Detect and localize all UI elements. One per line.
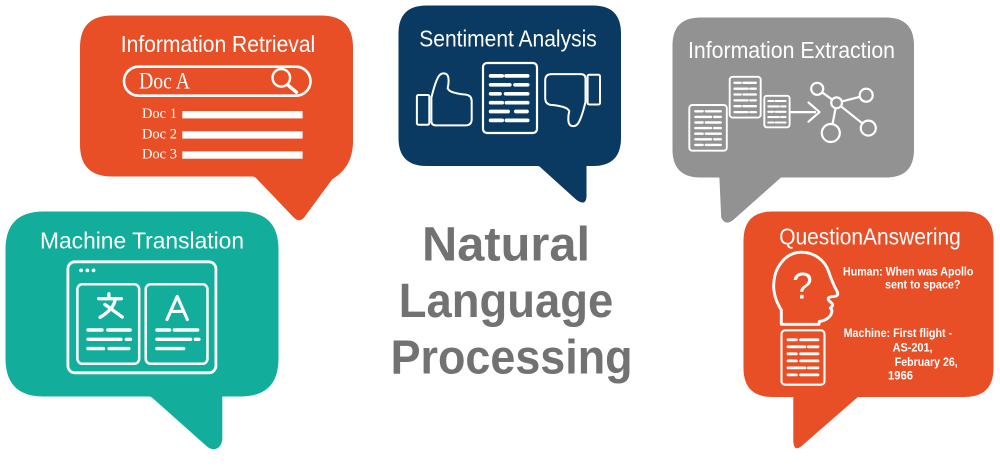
- svg-text:Information Extraction: Information Extraction: [688, 37, 895, 63]
- svg-text:Machine Translation: Machine Translation: [40, 227, 244, 253]
- svg-text:Processing: Processing: [391, 331, 633, 385]
- svg-text:AS-201,: AS-201,: [893, 341, 933, 355]
- svg-text:Machine: First flight -: Machine: First flight -: [844, 326, 953, 340]
- svg-text:Language: Language: [399, 274, 614, 328]
- svg-text:1966: 1966: [888, 369, 913, 383]
- svg-text:sent to space?: sent to space?: [885, 278, 960, 292]
- svg-text:Sentiment Analysis: Sentiment Analysis: [419, 25, 597, 51]
- svg-text:QuestionAnswering: QuestionAnswering: [779, 224, 961, 250]
- svg-text:Doc 3: Doc 3: [142, 147, 177, 163]
- svg-text:Doc 1: Doc 1: [142, 106, 177, 122]
- svg-text:?: ?: [792, 265, 813, 306]
- svg-text:Information Retrieval: Information Retrieval: [121, 31, 316, 57]
- svg-text:Natural: Natural: [422, 218, 590, 272]
- svg-text:Human: When was Apollo: Human: When was Apollo: [843, 265, 973, 279]
- svg-text:February 26,: February 26,: [895, 355, 958, 369]
- svg-text:Doc A: Doc A: [139, 69, 190, 94]
- svg-text:Doc 2: Doc 2: [142, 126, 177, 142]
